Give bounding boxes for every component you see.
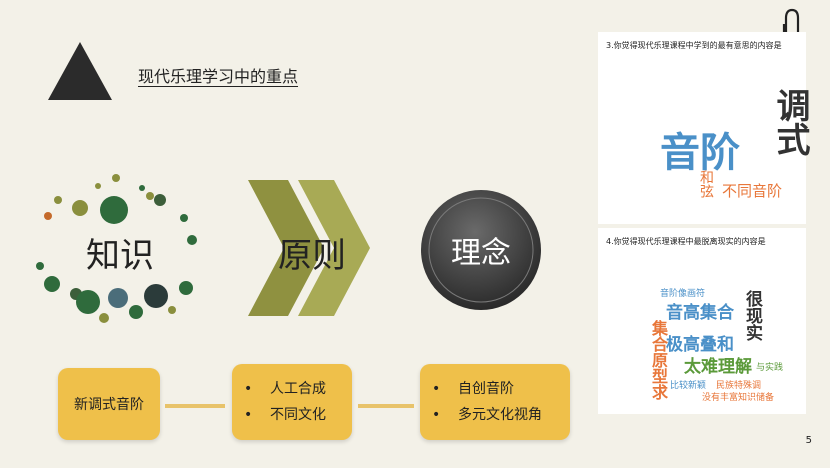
word-cloud-word: 太难理解 [684,357,752,377]
list-item: •自创音阶 [432,381,514,397]
new-mode-scale-box: 新调式音阶 [58,368,160,440]
question-3: 3.你觉得现代乐理课程中学到的最有意思的内容是 [606,41,782,50]
self-scale-perspective-box: •自创音阶 •多元文化视角 [420,364,570,440]
triangle-icon [48,42,112,100]
principle-label: 原则 [278,236,346,276]
word-cloud-word: 音高集合 [666,303,734,323]
word-cloud-word: 民族特殊调 [716,381,762,391]
connector-line-1 [165,404,225,408]
box1-text: 新调式音阶 [74,397,144,413]
word-cloud-word: 极高叠和 [666,335,734,355]
word-cloud-word: 很现实 [742,290,762,341]
connector-line-2 [358,404,414,408]
question-4: 4.你觉得现代乐理课程中最脱离现实的内容是 [606,237,766,246]
word-cloud-word: 不同音阶 [722,182,783,200]
concept-label: 理念 [451,236,511,271]
word-cloud-panel-1: 3.你觉得现代乐理课程中学到的最有意思的内容是 调式 音阶 不同音阶 和弦 [598,32,810,224]
word-cloud-word: 没有丰富知识储备 [702,393,775,403]
dot-ring-decoration [36,174,197,323]
list-item: •不同文化 [244,407,326,423]
word-cloud-word: 和弦 [698,170,714,198]
list-item: •人工合成 [244,381,326,397]
word-cloud-word: 音阶像画符 [660,289,706,299]
page-title: 现代乐理学习中的重点 [138,67,299,86]
word-cloud-word: 比较新颖 [670,381,707,391]
knowledge-label: 知识 [86,236,154,276]
double-chevron-icon [248,180,370,316]
word-cloud-word: 与实践 [756,363,784,373]
list-item: •多元文化视角 [432,407,542,423]
word-cloud-word: 集合原型求 [649,320,668,400]
word-cloud-panel-2: 4.你觉得现代乐理课程中最脱离现实的内容是 音阶像画符 音高集合 很现实 极高叠… [598,228,806,414]
concept-circle [421,190,541,310]
word-cloud-word: 音阶 [660,130,740,176]
word-cloud-word: 调式 [770,88,810,156]
synthesis-culture-box: •人工合成 •不同文化 [232,364,352,440]
page-number: 5 [805,435,812,446]
